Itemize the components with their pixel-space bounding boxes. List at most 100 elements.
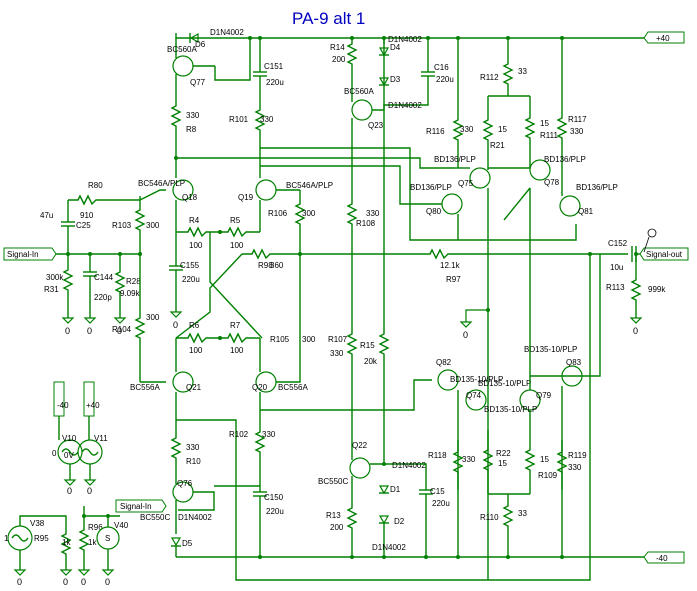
- svg-text:R110: R110: [480, 513, 499, 522]
- svg-text:D1N4002: D1N4002: [388, 35, 422, 44]
- svg-text:1k: 1k: [62, 538, 71, 547]
- signal-in-port-2[interactable]: Signal-In: [115, 499, 167, 513]
- svg-text:D5: D5: [182, 539, 193, 548]
- svg-text:220u: 220u: [266, 78, 284, 87]
- svg-text:BD136/PLP: BD136/PLP: [410, 183, 452, 192]
- svg-text:33: 33: [518, 509, 527, 518]
- resistor-r105: R105 300: [270, 335, 316, 344]
- svg-text:C16: C16: [434, 63, 449, 72]
- svg-text:0: 0: [63, 577, 68, 587]
- svg-text:BD135-10/PLP: BD135-10/PLP: [524, 345, 577, 354]
- resistor-r102: R102 330: [229, 430, 276, 486]
- resistor-r4: R4 100: [176, 216, 220, 250]
- svg-text:R4: R4: [189, 216, 200, 225]
- svg-text:Q76: Q76: [177, 479, 193, 488]
- resistor-r98: R98 360: [242, 248, 300, 270]
- ground-symbol-out: 0: [459, 309, 488, 340]
- resistor-r7: R7 100: [220, 321, 260, 355]
- svg-text:D6: D6: [195, 40, 206, 49]
- svg-text:BD135-10/PLP: BD135-10/PLP: [484, 405, 537, 414]
- svg-text:Signal-In: Signal-In: [120, 502, 152, 511]
- svg-text:V40: V40: [114, 521, 129, 530]
- voltage-probe-icon: [643, 228, 657, 253]
- capacitor-c16: C16 220u: [420, 38, 454, 106]
- svg-text:R117: R117: [568, 115, 587, 124]
- resistor-r113: R113 999k: [606, 254, 666, 318]
- ground-symbol-c144: 0: [83, 317, 97, 336]
- resistor-r112: R112 33: [480, 38, 527, 96]
- svg-text:S: S: [105, 534, 110, 543]
- svg-text:Signal-out: Signal-out: [646, 250, 683, 259]
- svg-text:0: 0: [67, 486, 72, 496]
- svg-text:15: 15: [540, 119, 549, 128]
- svg-text:330: 330: [260, 115, 274, 124]
- transistor-q76: Q76 BC550C D1N4002: [140, 479, 215, 534]
- svg-text:R105: R105: [270, 335, 290, 344]
- svg-text:BD136/PLP: BD136/PLP: [544, 155, 586, 164]
- svg-text:330: 330: [366, 209, 380, 218]
- resistor-r109: 15 R109: [524, 410, 558, 494]
- svg-text:-40: -40: [57, 401, 69, 410]
- svg-text:0: 0: [81, 577, 86, 587]
- capacitor-c144: C144 220p: [83, 254, 114, 318]
- svg-text:Q81: Q81: [578, 207, 594, 216]
- transistor-q21: BC556A Q21: [130, 338, 202, 430]
- ground-symbol-r31: 0: [61, 317, 75, 336]
- resistor-r103: R103 300: [112, 200, 160, 254]
- vplus-port[interactable]: [643, 31, 685, 44]
- svg-text:C15: C15: [430, 487, 445, 496]
- svg-text:300: 300: [146, 313, 160, 322]
- junction-dots: [66, 36, 638, 559]
- schematic-title: PA-9 alt 1: [292, 9, 365, 28]
- svg-text:BC560A: BC560A: [167, 45, 197, 54]
- svg-text:300k: 300k: [46, 273, 64, 282]
- transistor-q18: BC546A/PLP Q18: [138, 158, 198, 232]
- svg-text:R96: R96: [88, 523, 103, 532]
- svg-text:0: 0: [87, 486, 92, 496]
- resistor-r119: R119 330: [556, 440, 587, 490]
- svg-text:300: 300: [302, 209, 316, 218]
- svg-text:0V: 0V: [64, 451, 74, 460]
- svg-text:D1N4002: D1N4002: [210, 28, 244, 37]
- svg-text:D3: D3: [390, 75, 401, 84]
- transistor-q79: Q79 BD135-10/PLP: [484, 389, 552, 414]
- svg-text:D1N4002: D1N4002: [392, 461, 426, 470]
- diode-d3: D3 D1N4002: [378, 75, 422, 110]
- svg-text:220u: 220u: [436, 75, 454, 84]
- svg-text:330: 330: [186, 443, 200, 452]
- svg-text:BD135-10/PLP: BD135-10/PLP: [478, 379, 531, 388]
- svg-text:0: 0: [633, 326, 638, 336]
- svg-text:R104: R104: [112, 325, 132, 334]
- positive-rail: +40: [175, 31, 685, 44]
- svg-text:R119: R119: [568, 451, 587, 460]
- capacitor-c25: 47u C25: [40, 200, 91, 254]
- capacitor-c151: C151 220u: [253, 38, 284, 105]
- svg-text:330: 330: [460, 125, 474, 134]
- capacitor-c150: C150 220u: [214, 485, 284, 557]
- negative-rail: -40: [176, 551, 685, 564]
- svg-text:0: 0: [52, 449, 57, 458]
- svg-text:R22: R22: [496, 449, 511, 458]
- svg-text:100: 100: [230, 346, 244, 355]
- svg-text:330: 330: [262, 430, 276, 439]
- transistor-q19: BC546A/PLP Q19: [238, 158, 333, 232]
- svg-text:910: 910: [80, 211, 94, 220]
- svg-text:Q75: Q75: [458, 179, 474, 188]
- vminus-port[interactable]: [643, 551, 685, 564]
- svg-text:1k: 1k: [88, 538, 97, 547]
- svg-text:330: 330: [462, 455, 476, 464]
- svg-text:999k: 999k: [648, 285, 666, 294]
- svg-text:R112: R112: [480, 73, 499, 82]
- resistor-r15: R15 20k: [360, 38, 390, 464]
- transistor-q74: Q74 BD135-10/PLP: [465, 379, 531, 411]
- svg-text:220u: 220u: [266, 507, 284, 516]
- svg-text:BD136/PLP: BD136/PLP: [576, 183, 618, 192]
- resistor-r101: R101 330: [229, 105, 274, 158]
- signal-in-port[interactable]: Signal-In: [3, 247, 57, 261]
- svg-text:330: 330: [570, 127, 584, 136]
- svg-text:15: 15: [540, 455, 549, 464]
- signal-out-port[interactable]: Signal-out: [639, 247, 689, 261]
- svg-text:9.09k: 9.09k: [120, 289, 141, 298]
- svg-text:0: 0: [173, 320, 178, 330]
- transistor-q23: BC560A Q23: [344, 87, 420, 196]
